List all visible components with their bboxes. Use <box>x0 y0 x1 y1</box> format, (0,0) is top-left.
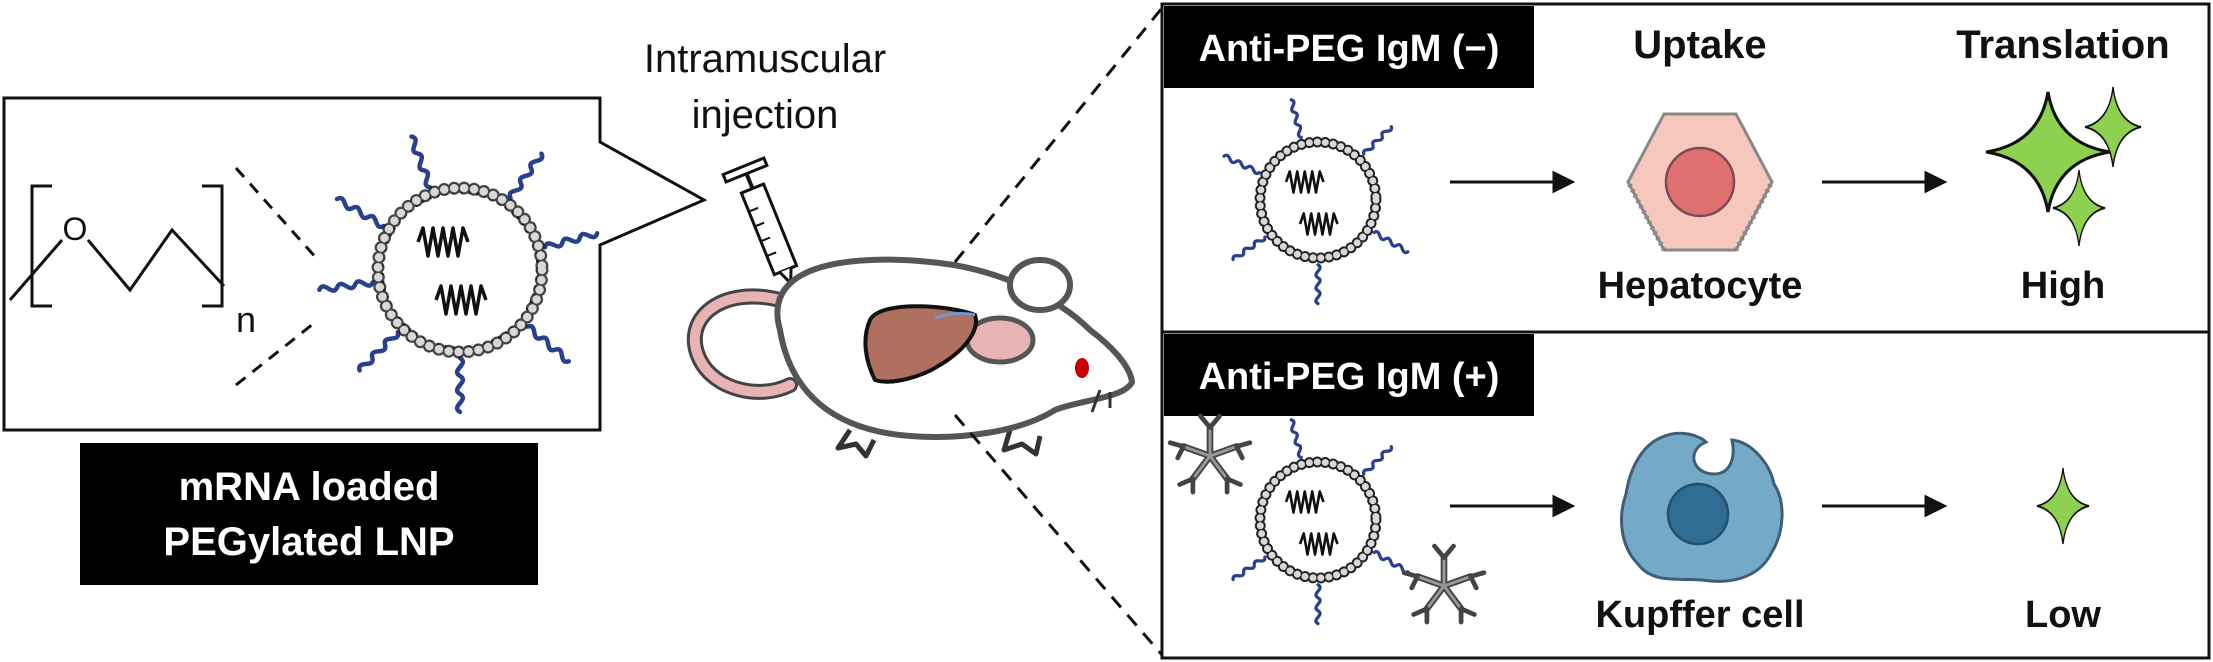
mouse-ear <box>1007 257 1073 313</box>
repeat-subscript-n: n <box>236 299 256 340</box>
lnp-particle-large <box>319 136 598 412</box>
kupffer-cell-label: Kupffer cell <box>1595 594 1804 636</box>
lnp-particle-opsonized <box>1230 417 1411 626</box>
panel-positive-title: Anti-PEG IgM (+) <box>1199 356 1500 398</box>
translation-result-low: Low <box>2025 594 2101 636</box>
kupffer-cell-icon <box>1620 431 1784 583</box>
callout-box <box>2 96 708 432</box>
panel-igm-negative: Anti-PEG IgM (−) Uptake Translation Hepa… <box>1164 6 2170 307</box>
panel-negative-title: Anti-PEG IgM (−) <box>1199 28 1500 70</box>
hepatocyte-label: Hepatocyte <box>1598 265 1803 307</box>
injection-label: Intramuscular injection <box>644 37 886 137</box>
peg-formula <box>8 184 226 308</box>
column-translation: Translation <box>1956 23 2169 67</box>
arrow-translation-negative <box>1822 170 1948 194</box>
column-uptake: Uptake <box>1633 23 1766 67</box>
lnp-caption-line2: PEGylated LNP <box>163 520 454 564</box>
hepatocyte-icon <box>1625 112 1775 252</box>
lnp-structure-panel: O n <box>2 96 708 585</box>
lnp-caption-line1: mRNA loaded <box>179 465 440 509</box>
translation-result-high: High <box>2021 265 2105 307</box>
panel-igm-positive: Anti-PEG IgM (+) Kupffer cell <box>1164 334 2101 636</box>
zoom-lines-right <box>953 7 1164 656</box>
mouse-eye <box>1075 358 1089 378</box>
liver-icon <box>863 304 978 384</box>
arrow-uptake-positive <box>1450 494 1576 518</box>
arrow-uptake-negative <box>1450 170 1576 194</box>
injection-line1: Intramuscular <box>644 37 886 81</box>
lnp-caption-box <box>80 443 538 585</box>
arrow-translation-positive <box>1822 494 1948 518</box>
oxygen-atom: O <box>63 211 88 247</box>
injection-line2: injection <box>692 93 839 137</box>
zoom-lines <box>234 167 320 387</box>
panel-positive-title-bg <box>1164 334 1534 416</box>
panel-negative-title-bg <box>1164 6 1534 88</box>
mouse-illustration <box>686 256 1136 459</box>
lnp-particle-small <box>1221 97 1411 306</box>
